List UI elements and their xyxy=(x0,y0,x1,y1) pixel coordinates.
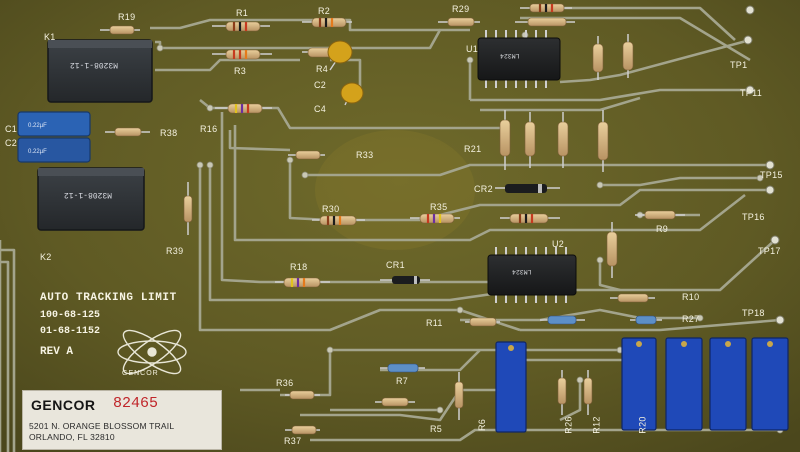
diodes xyxy=(380,184,560,284)
label-tp17: TP17 xyxy=(758,246,781,256)
label-r39: R39 xyxy=(166,246,184,256)
label-r20: R20 xyxy=(637,416,648,434)
label-cr2: CR2 xyxy=(474,184,493,194)
trimmer-potentiometers xyxy=(495,337,789,433)
label-r37: R37 xyxy=(284,436,302,446)
label-r19: R19 xyxy=(118,12,136,22)
label-u2: U2 xyxy=(552,239,565,249)
copper-traces xyxy=(0,6,781,452)
relay-k1-marking: M3208-1-12 xyxy=(70,60,119,69)
gencor-logo xyxy=(117,329,187,375)
label-tp16: TP16 xyxy=(742,212,765,222)
label-r1: R1 xyxy=(236,8,249,18)
label-tp1: TP1 xyxy=(730,60,748,70)
test-points xyxy=(743,5,785,325)
svg-text:0.22µF: 0.22µF xyxy=(28,149,47,155)
disc-capacitors xyxy=(327,40,364,106)
label-c4: C4 xyxy=(314,104,327,114)
label-r30: R30 xyxy=(322,204,340,214)
label-r29: R29 xyxy=(452,4,470,14)
capacitor-c1-c2: 0.22µF 0.22µF xyxy=(17,111,91,163)
label-k1: K1 xyxy=(44,32,56,42)
label-tp11: TP11 xyxy=(740,88,763,98)
label-r27: R27 xyxy=(682,314,700,324)
board-revision: REV A xyxy=(40,346,74,358)
board-part-number-1: 100-68-125 xyxy=(40,310,101,321)
vertical-resistors xyxy=(183,34,634,420)
label-r38: R38 xyxy=(160,128,178,138)
sticker-address-line-2: ORLANDO, FL 32810 xyxy=(29,432,115,442)
sticker-serial-number: 82465 xyxy=(113,395,159,412)
label-tp18: TP18 xyxy=(742,308,765,318)
label-r9: R9 xyxy=(656,224,669,234)
label-c2: C2 xyxy=(5,138,18,148)
label-c1: C1 xyxy=(5,124,18,134)
label-r7: R7 xyxy=(396,376,409,386)
label-r5: R5 xyxy=(430,424,443,434)
label-k2: K2 xyxy=(40,252,52,262)
label-r16: R16 xyxy=(200,124,218,134)
svg-text:0.22µF: 0.22µF xyxy=(28,123,47,129)
label-r33: R33 xyxy=(356,150,374,160)
label-r21: R21 xyxy=(464,144,482,154)
label-r18: R18 xyxy=(290,262,308,272)
label-r2: R2 xyxy=(318,6,331,16)
label-r12: R12 xyxy=(591,416,602,434)
ic-u1-marking: LM324 xyxy=(500,52,520,59)
label-r10: R10 xyxy=(682,292,700,302)
label-u1: U1 xyxy=(466,44,479,54)
manufacturer-sticker: GENCOR 82465 5201 N. ORANGE BLOSSOM TRAI… xyxy=(22,390,222,450)
blue-resistors xyxy=(387,315,657,373)
label-cr1: CR1 xyxy=(386,260,405,270)
relay-k1 xyxy=(47,39,153,103)
label-r4: R4 xyxy=(316,64,329,74)
board-title: AUTO TRACKING LIMIT xyxy=(40,292,177,304)
label-tp15: TP15 xyxy=(760,170,783,180)
sticker-brand: GENCOR xyxy=(31,397,96,413)
ic-u2 xyxy=(487,247,577,303)
relay-k2 xyxy=(37,167,145,231)
label-r26: R26 xyxy=(563,416,574,434)
logo-text: GENCOR xyxy=(122,370,159,377)
relay-k2-marking: M3208-1-12 xyxy=(64,190,113,199)
board-part-number-2: 01-68-1152 xyxy=(40,326,101,337)
label-r3: R3 xyxy=(234,66,247,76)
ic-u2-marking: LM324 xyxy=(512,268,532,275)
label-r36: R36 xyxy=(276,378,294,388)
label-r6: R6 xyxy=(477,418,488,432)
label-r35: R35 xyxy=(430,202,448,212)
label-r11: R11 xyxy=(426,318,443,328)
ic-u1 xyxy=(477,30,561,88)
label-c2-disc: C2 xyxy=(314,80,327,90)
sticker-address-line-1: 5201 N. ORANGE BLOSSOM TRAIL xyxy=(29,421,175,431)
